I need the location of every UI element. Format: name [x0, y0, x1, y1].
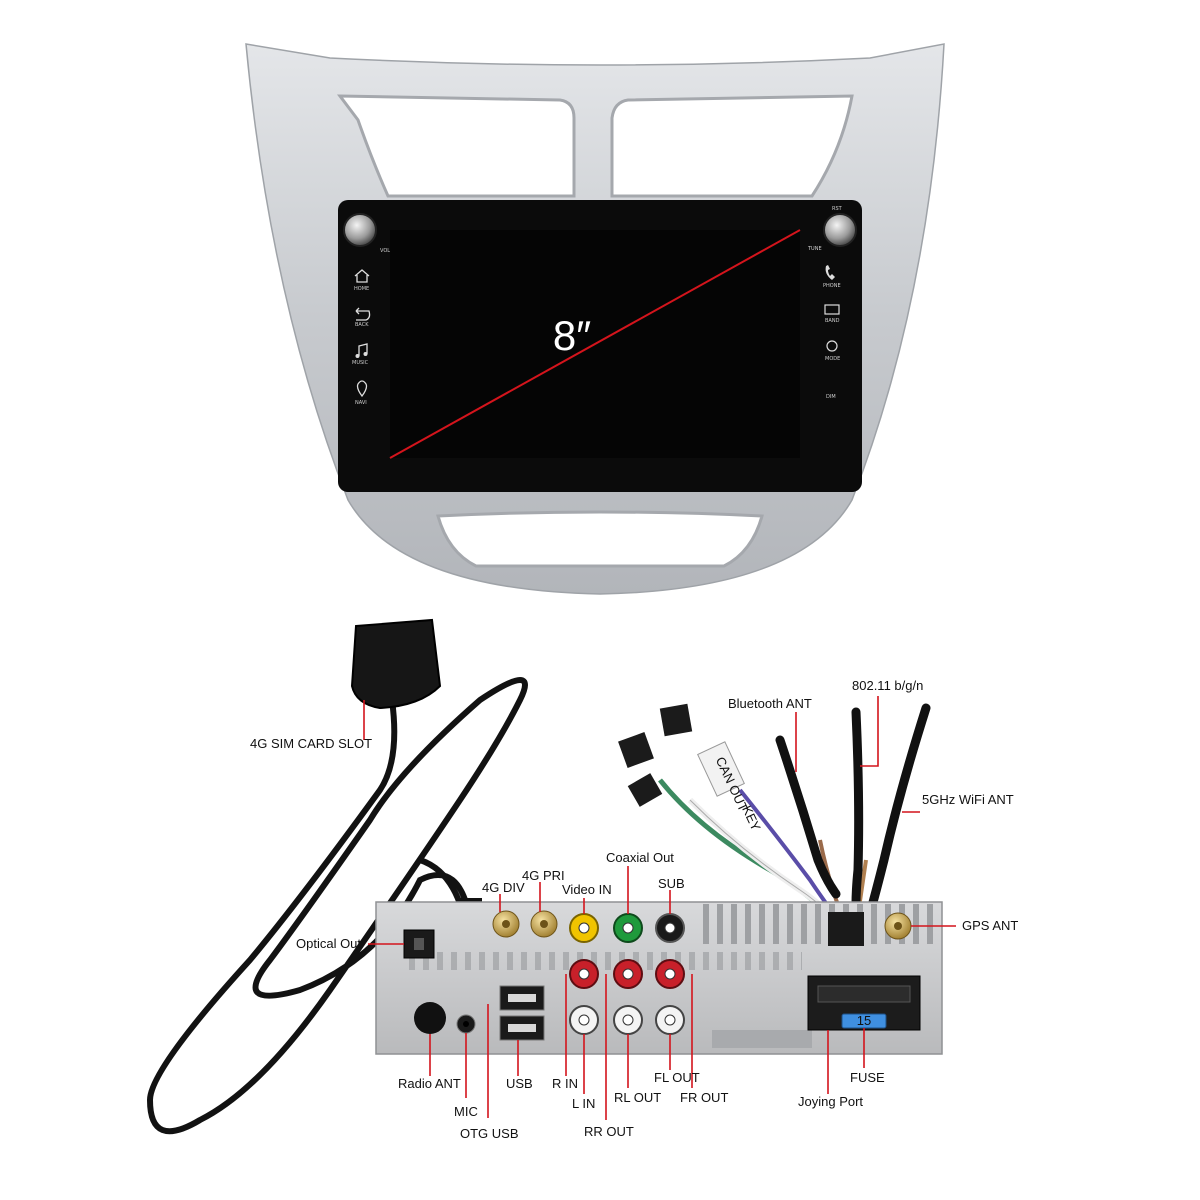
rear-panel: 15 — [375, 901, 943, 1055]
music-note-head — [363, 352, 368, 356]
radio-ant-port[interactable] — [414, 1002, 446, 1034]
bluetooth-antenna — [775, 735, 841, 899]
right-vent-opening — [610, 94, 854, 198]
knob-left-label: VOL — [380, 248, 390, 254]
callout-fuse: FUSE — [850, 1070, 885, 1085]
callout-sim-card-slot: 4G SIM CARD SLOT — [250, 736, 372, 751]
harness-cables: CAN OUT KEY — [618, 703, 931, 937]
left-button-back[interactable]: BACK — [355, 307, 371, 328]
music-icon — [358, 343, 368, 356]
harness-connector — [659, 703, 693, 737]
left-button-home[interactable]: HOME — [354, 269, 370, 292]
back-icon — [355, 307, 371, 321]
callout-radio-ant: Radio ANT — [398, 1076, 461, 1091]
callout-fl-out: FL OUT — [654, 1070, 700, 1085]
callout-wifi-5ghz: 5GHz WiFi ANT — [922, 792, 1014, 807]
knob-right-top-label: RST — [832, 206, 843, 212]
usb-port-tongue — [508, 1024, 536, 1032]
harness-connector — [627, 773, 663, 807]
callout-wifi-80211: 802.11 b/g/n — [852, 678, 923, 693]
lower-opening — [436, 510, 764, 568]
callout-lines — [363, 696, 956, 1120]
sma-pin — [540, 920, 548, 928]
fuse-rating: 15 — [857, 1013, 871, 1028]
vent-strip-middle — [402, 952, 802, 970]
callout-otg-usb: OTG USB — [460, 1126, 519, 1141]
left-button-label: NAVI — [355, 400, 367, 406]
rca-center — [578, 922, 590, 934]
harness-connector — [618, 732, 654, 768]
rca-center — [664, 1014, 676, 1026]
callout-gps-ant: GPS ANT — [962, 918, 1018, 933]
volume-knob[interactable] — [343, 213, 377, 247]
leader-80211 — [860, 696, 879, 767]
sim-cable — [146, 677, 528, 1135]
knob-right-bottom-label: TUNE — [807, 246, 822, 252]
display-unit: 8″ VOL RST TUNE HOME BACK MUSIC NAVI — [338, 200, 862, 492]
left-button-navi[interactable]: NAVI — [355, 380, 368, 406]
key-cable-label: KEY — [739, 803, 764, 833]
callout-mic: MIC — [454, 1104, 478, 1119]
callout-rl-out: RL OUT — [614, 1090, 661, 1105]
callout-4g-pri: 4G PRI — [522, 868, 565, 883]
right-button-mode[interactable]: MODE — [825, 340, 840, 362]
right-button-phone[interactable]: PHONE — [823, 265, 841, 289]
joying-port-pins — [817, 985, 911, 1003]
phone-icon — [825, 265, 835, 280]
vent-strip-bottom — [712, 1030, 812, 1048]
rca-center — [622, 1014, 634, 1026]
left-button-label: BACK — [355, 322, 369, 328]
left-button-music[interactable]: MUSIC — [352, 343, 369, 366]
callout-usb: USB — [506, 1076, 533, 1091]
right-button-label: PHONE — [823, 283, 841, 289]
optical-port-inner — [414, 938, 424, 950]
callout-rr-out: RR OUT — [584, 1124, 634, 1139]
harness-plug — [828, 912, 864, 946]
rca-center — [578, 968, 590, 980]
right-button-label: BAND — [825, 318, 840, 324]
left-button-label: MUSIC — [352, 360, 369, 366]
callout-fr-out: FR OUT — [680, 1090, 728, 1105]
sma-pin — [894, 922, 902, 930]
rca-center — [664, 968, 676, 980]
mic-port-hole — [463, 1021, 469, 1027]
rca-center — [664, 922, 676, 934]
left-vent-opening — [336, 94, 576, 198]
usb-port-tongue — [508, 994, 536, 1002]
right-button-label: DIM — [826, 394, 836, 400]
band-icon — [824, 304, 840, 315]
callout-coaxial-out: Coaxial Out — [606, 850, 674, 865]
diagonal-measure-line — [389, 229, 801, 459]
tune-knob[interactable] — [823, 213, 857, 247]
callout-bluetooth-ant: Bluetooth ANT — [728, 696, 812, 711]
screen-size-label: 8″ — [553, 312, 591, 359]
music-note-head — [355, 354, 360, 358]
mode-icon — [826, 340, 838, 352]
callout-sub: SUB — [658, 876, 685, 891]
rca-center — [622, 922, 634, 934]
sim-card-box[interactable] — [350, 618, 442, 710]
sma-pin — [502, 920, 510, 928]
callout-joying-port: Joying Port — [798, 1094, 863, 1109]
right-button-dim[interactable]: DIM — [826, 378, 836, 400]
navi-icon — [356, 380, 368, 398]
rca-center — [578, 1014, 590, 1026]
callout-labels: 4G SIM CARD SLOT Bluetooth ANT 802.11 b/… — [250, 678, 1018, 1141]
right-button-band[interactable]: BAND — [824, 304, 840, 324]
wifi-5ghz-antenna — [867, 703, 931, 911]
can-out-label-tag — [697, 741, 745, 797]
home-icon — [354, 269, 370, 283]
wifi-80211-antenna — [851, 707, 864, 909]
callout-r-in: R IN — [552, 1076, 578, 1091]
left-button-label: HOME — [354, 286, 369, 292]
callout-optical-out: Optical Out — [296, 936, 361, 951]
right-button-label: MODE — [825, 356, 840, 362]
callout-video-in: Video IN — [562, 882, 612, 897]
callout-4g-div: 4G DIV — [482, 880, 525, 895]
callout-l-in: L IN — [572, 1096, 595, 1111]
rca-center — [622, 968, 634, 980]
